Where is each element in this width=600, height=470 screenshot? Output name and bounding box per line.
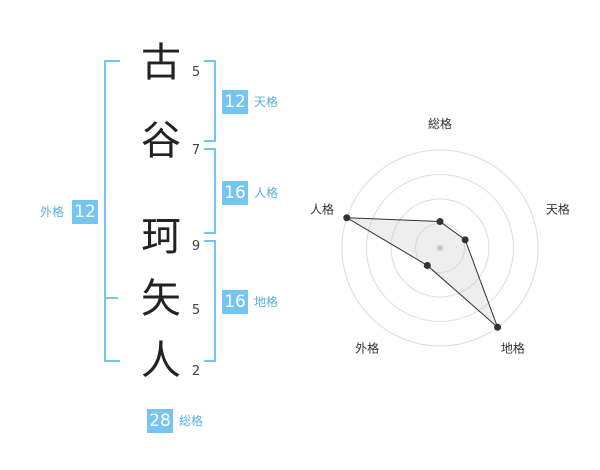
- radar-ring-4: [341, 149, 539, 347]
- radar-axis-label-4: 外格: [355, 340, 379, 355]
- tenkaku-bracket: [204, 60, 216, 142]
- gaikaku-value-badge: 12: [72, 200, 98, 224]
- radar-axis-label-1: 総格: [428, 116, 452, 131]
- gaikaku-bracket-tick: [106, 297, 118, 299]
- radar-point-3: [494, 323, 502, 331]
- name-char-3: 珂: [141, 214, 181, 260]
- radar-data-polygon: [346, 217, 499, 328]
- jinkaku-value-badge: 16: [222, 181, 248, 205]
- name-char-1: 古: [141, 40, 181, 86]
- radar-point-5: [343, 214, 351, 222]
- soukaku-label: 総格: [179, 414, 204, 428]
- chikaku-label: 地格: [254, 295, 279, 309]
- name-char-5: 人: [141, 338, 181, 384]
- name-char-4: 矢: [141, 276, 181, 322]
- radar-axis-label-5: 人格: [310, 202, 334, 217]
- chikaku-value-badge: 16: [222, 290, 248, 314]
- stroke-count-2: 7: [191, 143, 201, 158]
- radar-axis-label-3: 地格: [501, 340, 525, 355]
- stroke-count-1: 5: [191, 65, 201, 80]
- stroke-count-3: 9: [191, 239, 201, 254]
- stroke-count-4: 5: [191, 303, 201, 318]
- radar-axis-label-2: 天格: [546, 202, 570, 217]
- gaikaku-label: 外格: [40, 205, 65, 219]
- radar-center-dot: [437, 245, 443, 251]
- tenkaku-value-badge: 12: [222, 90, 248, 114]
- radar-point-4: [423, 261, 431, 269]
- radar-ring-3: [366, 174, 514, 322]
- gaikaku-bracket: [104, 60, 120, 362]
- soukaku-value-badge: 28: [147, 409, 173, 433]
- radar-point-1: [436, 218, 444, 226]
- radar-point-2: [461, 236, 469, 244]
- jinkaku-bracket: [204, 148, 216, 234]
- tenkaku-label: 天格: [254, 95, 279, 109]
- stroke-count-5: 2: [191, 364, 201, 379]
- radar-ring-2: [390, 198, 490, 298]
- chikaku-bracket: [204, 240, 216, 362]
- jinkaku-label: 人格: [254, 186, 279, 200]
- name-char-2: 谷: [141, 118, 181, 164]
